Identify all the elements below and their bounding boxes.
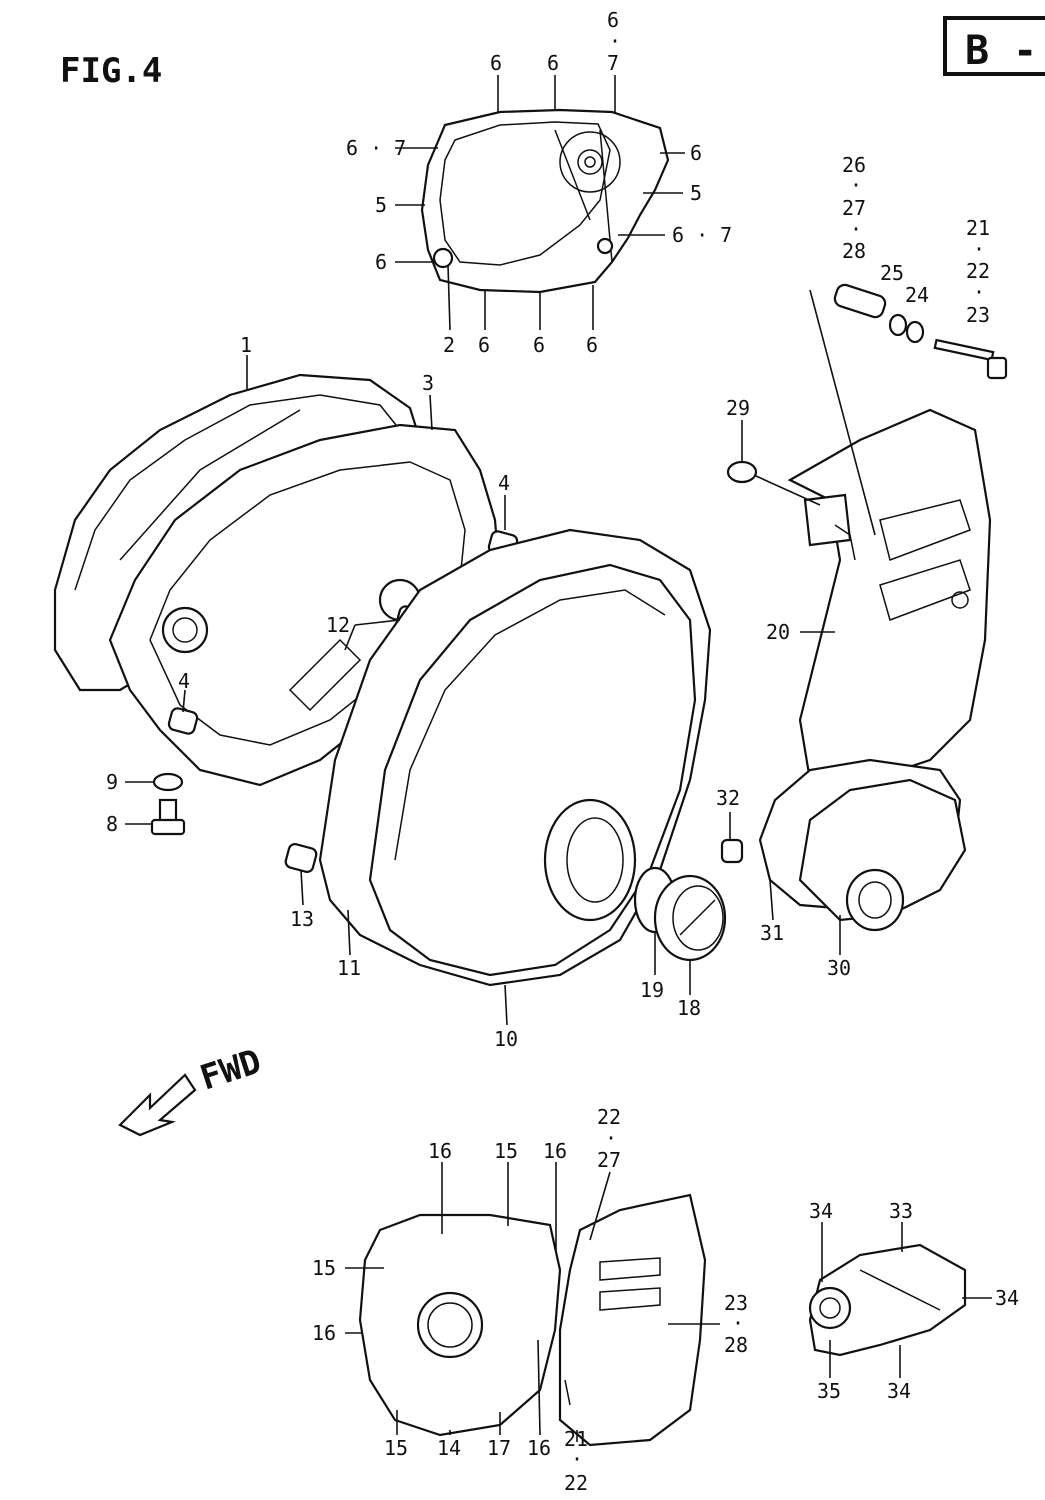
washer-25 — [888, 313, 908, 337]
callout: 26 — [842, 153, 866, 177]
section-badge: B - — [943, 16, 1045, 76]
o-ring-9 — [152, 772, 184, 792]
callout: 9 — [106, 770, 118, 794]
callout: · — [973, 280, 985, 304]
callout: 15 — [494, 1139, 518, 1163]
bottom-guard-drawing — [558, 1193, 707, 1447]
forward-arrow-icon — [118, 1073, 197, 1137]
spacer-28 — [833, 283, 887, 319]
figure-title: FIG.4 — [60, 51, 162, 91]
clutch-cover-gasket-drawing — [108, 423, 502, 787]
top-clutch-cover-drawing — [420, 108, 670, 294]
callout: · — [850, 217, 862, 241]
callout: · — [605, 1126, 617, 1150]
starter-cover-drawing — [798, 778, 967, 932]
callout: 24 — [905, 283, 929, 307]
callout: 18 — [677, 996, 701, 1020]
callout: 27 — [842, 196, 866, 220]
callout: 6 — [490, 51, 502, 75]
callout: 25 — [880, 261, 904, 285]
callout: 16 — [428, 1139, 452, 1163]
callout: 1 — [240, 333, 252, 357]
callout: 6 — [375, 250, 387, 274]
callout: 16 — [543, 1139, 567, 1163]
callout: · — [571, 1447, 583, 1471]
callout: · — [973, 237, 985, 261]
dowel-pin-4-lower — [167, 707, 199, 735]
section-badge-label: B - — [965, 28, 1037, 74]
callout: 5 — [375, 193, 387, 217]
callout: 15 — [312, 1256, 336, 1280]
callout: 32 — [716, 786, 740, 810]
washer-24 — [905, 320, 925, 344]
callout: 3 — [422, 371, 434, 395]
callout: 8 — [106, 812, 118, 836]
callout: 6 — [478, 333, 490, 357]
callout: 21 — [564, 1427, 588, 1451]
callout: 2 — [443, 333, 455, 357]
callout: 15 — [384, 1436, 408, 1460]
callout: 16 — [312, 1321, 336, 1345]
callout: 34 — [887, 1379, 911, 1403]
callout: 11 — [337, 956, 361, 980]
callout: 17 — [487, 1436, 511, 1460]
small-cover-drawing — [808, 1243, 967, 1357]
callout: 22 — [966, 259, 990, 283]
callout: · — [609, 29, 621, 53]
drain-bolt-8 — [150, 798, 186, 836]
callout: 23 — [724, 1291, 748, 1315]
dowel-pin-13 — [284, 843, 318, 873]
callout: 4 — [498, 471, 510, 495]
callout: 6 — [533, 333, 545, 357]
callout: 21 — [966, 216, 990, 240]
callout: · — [732, 1311, 744, 1335]
fwd-label: FWD — [195, 1042, 266, 1099]
callout: 12 — [326, 613, 350, 637]
leader-lines — [125, 75, 992, 1442]
callout: 22 — [597, 1105, 621, 1129]
callout: 6 — [690, 141, 702, 165]
callout: 28 — [842, 239, 866, 263]
callout: 6 · 7 — [672, 223, 732, 247]
bolt-23 — [933, 338, 1008, 380]
callout: 30 — [827, 956, 851, 980]
engine-guard-drawing — [787, 408, 992, 782]
callout: 31 — [760, 921, 784, 945]
callout: 7 — [607, 51, 619, 75]
callout: 33 — [889, 1199, 913, 1223]
callout: 6 — [586, 333, 598, 357]
callout: 6 — [607, 8, 619, 32]
callout: 35 — [817, 1379, 841, 1403]
callout: 28 — [724, 1333, 748, 1357]
plug-cap-18 — [653, 874, 727, 962]
callout: 20 — [766, 620, 790, 644]
callout: · — [850, 173, 862, 197]
dowel-pin-32 — [720, 838, 744, 864]
callout: 34 — [995, 1286, 1019, 1310]
callout: 14 — [437, 1436, 461, 1460]
callout: 13 — [290, 907, 314, 931]
grommet-29 — [726, 460, 758, 484]
callout: 27 — [597, 1148, 621, 1172]
callout: 19 — [640, 978, 664, 1002]
callout: 22 — [564, 1471, 588, 1495]
bottom-generator-cover-drawing — [358, 1213, 562, 1437]
callout: 6 · 7 — [346, 136, 406, 160]
callout: 29 — [726, 396, 750, 420]
callout: 16 — [527, 1436, 551, 1460]
callout: 4 — [178, 669, 190, 693]
callout: 10 — [494, 1027, 518, 1051]
generator-cover-drawing — [368, 563, 697, 977]
callout: 5 — [690, 181, 702, 205]
callout: 23 — [966, 303, 990, 327]
callout: 34 — [809, 1199, 833, 1223]
callout: 6 — [547, 51, 559, 75]
